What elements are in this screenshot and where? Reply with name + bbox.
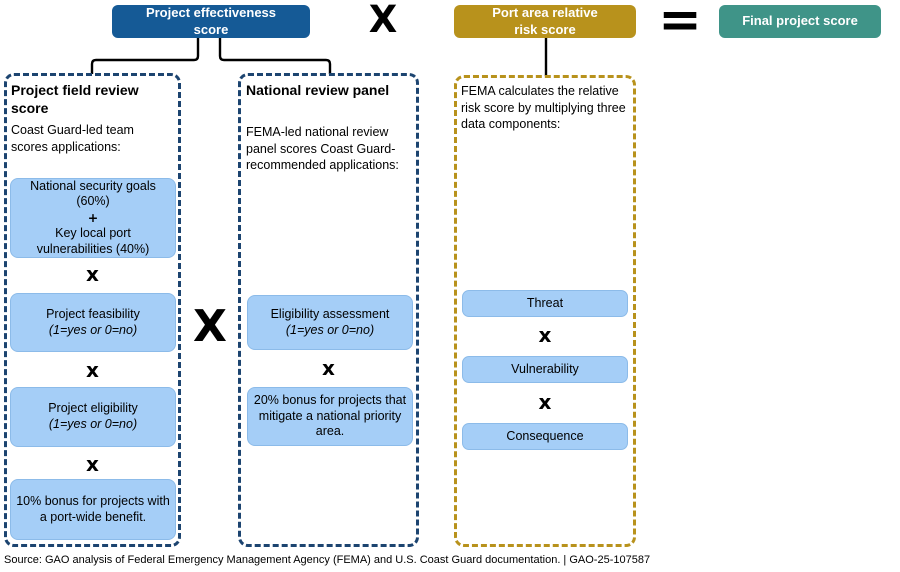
multiply-operator: x [538, 390, 552, 414]
connector-lines [90, 37, 548, 76]
eligibility-assessment-box: Eligibility assessment (1=yes or 0=no) [247, 295, 413, 350]
field-review-intro: Coast Guard-led team scores applications… [11, 123, 134, 154]
national-panel-intro: FEMA-led national review panel scores Co… [246, 125, 399, 172]
feasibility-box: Project feasibility (1=yes or 0=no) [10, 293, 176, 352]
consequence-box: Consequence [462, 423, 628, 450]
relative-risk-panel [454, 75, 636, 547]
final-score-box: Final project score [719, 5, 881, 38]
national-security-box: National security goals (60%) + Key loca… [10, 178, 176, 258]
connector-right [218, 37, 332, 74]
feasibility-label: Project feasibility [46, 306, 140, 321]
equals-sign: = [658, 0, 702, 50]
effectiveness-score-box: Project effectiveness score [112, 5, 310, 38]
connector-left [90, 37, 200, 74]
vulnerability-box: Vulnerability [462, 356, 628, 383]
risk-score-label: Port area relative risk score [492, 5, 598, 37]
multiply-operator: x [538, 323, 552, 347]
multiply-operator: x [86, 358, 99, 382]
national-security-line1: National security goals (60%) [30, 178, 156, 209]
threat-box: Threat [462, 290, 628, 317]
national-priority-bonus-box: 20% bonus for projects that mitigate a n… [247, 387, 413, 446]
eligibility-note: (1=yes or 0=no) [48, 417, 138, 431]
national-panel [238, 73, 419, 547]
eligibility-assessment-label: Eligibility assessment [270, 306, 390, 321]
eligibility-label: Project eligibility [48, 401, 138, 416]
multiply-operator: x [322, 356, 335, 380]
national-priority-bonus-label: 20% bonus for projects that mitigate a n… [253, 392, 407, 439]
plus-operator: + [87, 210, 99, 226]
national-panel-title: National review panel [246, 82, 390, 98]
eligibility-box: Project eligibility (1=yes or 0=no) [10, 387, 176, 447]
multiply-operator-columns: X [193, 300, 227, 352]
field-review-title: Project field review score [11, 82, 139, 117]
port-wide-bonus-label: 10% bonus for projects with a port-wide … [16, 493, 170, 524]
vulnerability-label: Vulnerability [511, 361, 579, 376]
national-security-line2: Key local port vulnerabilities (40%) [36, 225, 150, 256]
source-note: Source: GAO analysis of Federal Emergenc… [4, 554, 651, 566]
risk-score-box: Port area relative risk score [454, 5, 636, 38]
effectiveness-score-label: Project effectiveness score [145, 5, 277, 37]
port-wide-bonus-box: 10% bonus for projects with a port-wide … [10, 479, 176, 540]
multiply-operator: x [86, 262, 99, 286]
threat-label: Threat [526, 295, 564, 310]
consequence-label: Consequence [506, 428, 584, 443]
relative-risk-intro: FEMA calculates the relative risk score … [461, 84, 626, 131]
final-score-label: Final project score [742, 13, 858, 29]
multiply-operator: x [86, 452, 99, 476]
multiply-operator-top: X [368, 0, 398, 41]
feasibility-note: (1=yes or 0=no) [48, 322, 138, 337]
field-review-panel [4, 73, 181, 547]
eligibility-assessment-note: (1=yes or 0=no) [285, 322, 375, 337]
